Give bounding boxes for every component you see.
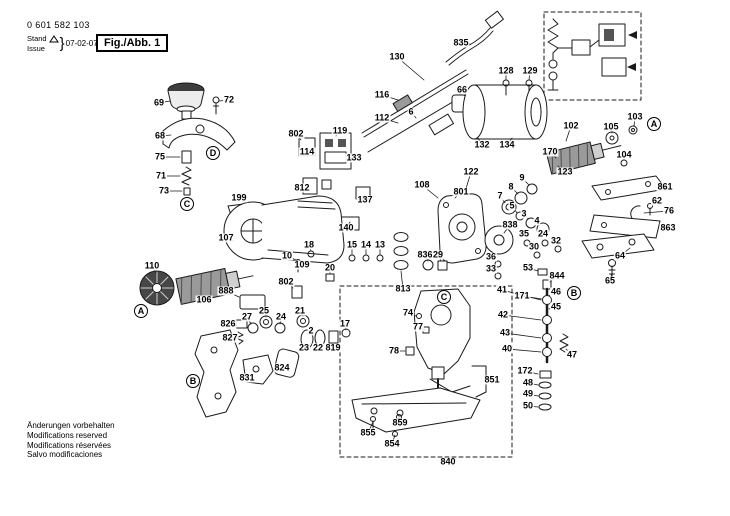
leader-line xyxy=(527,393,539,397)
guide-plate-863 xyxy=(589,214,661,239)
leader-line xyxy=(464,171,472,193)
footer-line: Änderungen vorbehalten xyxy=(27,421,115,430)
leader-line xyxy=(410,111,417,119)
housing-hardware xyxy=(307,250,384,338)
plunger-assembly xyxy=(537,268,569,411)
revision-block: Stand Issue } 07-02-07 xyxy=(27,34,98,54)
footer-line: Modifications reserved xyxy=(27,430,108,440)
footer-line: Modifications réservées xyxy=(27,440,112,450)
title-block: 0 601 582 103 Stand Issue } 07-02-07 xyxy=(27,20,98,54)
knob-spindle-parts xyxy=(181,150,192,196)
leader-line xyxy=(460,42,471,45)
leader-line xyxy=(483,375,493,381)
leader-line xyxy=(565,348,573,356)
motor-fan xyxy=(139,270,175,306)
gear-wheel-838 xyxy=(484,225,514,255)
issue-date: 07-02-07 xyxy=(65,39,98,49)
leader-line xyxy=(527,267,539,272)
bearing-rings xyxy=(296,314,339,349)
guide-plate-861 xyxy=(591,175,667,201)
bearing-bracket-801 xyxy=(437,193,487,264)
pinion-and-washers xyxy=(605,125,638,167)
motor-housing xyxy=(223,195,345,264)
leader-line xyxy=(510,186,519,195)
leader-line xyxy=(158,100,171,104)
cover-plate-view-b xyxy=(194,329,239,418)
wiring-inset xyxy=(543,11,642,101)
leader-line xyxy=(381,117,399,124)
plate-824 xyxy=(273,348,300,378)
leader-line xyxy=(499,195,506,204)
drive-rods xyxy=(361,69,479,153)
brace-glyph: } xyxy=(59,35,65,53)
screw-65 xyxy=(608,259,616,281)
washer-train xyxy=(501,183,550,236)
power-cord xyxy=(445,10,504,66)
leader-line xyxy=(246,316,252,325)
knob-assembly xyxy=(167,82,220,120)
eccentric-parts xyxy=(422,259,448,271)
leader-line xyxy=(218,99,230,102)
leader-line xyxy=(549,275,558,283)
leader-line xyxy=(528,70,531,81)
leader-line xyxy=(524,370,539,375)
guard-851 xyxy=(471,365,487,398)
leader-line xyxy=(421,184,439,199)
brush-cap-set xyxy=(235,315,286,345)
base-bracket-64 xyxy=(581,233,655,259)
part-802-lower xyxy=(291,285,303,299)
leader-line xyxy=(643,210,670,214)
leader-line xyxy=(548,291,557,297)
foot-assembly-boundary xyxy=(339,285,513,458)
leader-line xyxy=(527,405,539,408)
stamp-icon xyxy=(48,34,59,43)
foot-plate xyxy=(351,387,481,433)
field-stator xyxy=(462,84,548,140)
leader-line xyxy=(651,200,658,206)
leader-line xyxy=(501,289,542,301)
leader-line xyxy=(521,177,530,186)
stand-label: Stand xyxy=(27,34,47,43)
leader-line xyxy=(633,116,636,127)
issue-label: Issue xyxy=(27,43,45,53)
figure-label: Fig./Abb. 1 xyxy=(96,34,169,52)
leader-line xyxy=(548,306,557,310)
armature-front xyxy=(175,268,254,305)
leader-line xyxy=(345,221,351,229)
body-screws xyxy=(405,313,430,356)
footer-line: Salvo modificaciones xyxy=(27,450,103,460)
handle-bracket xyxy=(162,117,236,151)
leader-line xyxy=(400,270,404,290)
leader-line xyxy=(396,56,425,81)
brush-plate-888 xyxy=(239,294,266,310)
leader-line xyxy=(504,332,542,339)
cord-clamp-screws xyxy=(502,79,533,96)
leader-line xyxy=(523,213,529,220)
document-number: 0 601 582 103 xyxy=(27,20,90,30)
leader-line xyxy=(565,125,572,142)
leader-line xyxy=(458,89,463,96)
ring-stack xyxy=(393,232,409,270)
leader-line xyxy=(527,382,539,386)
bracket-831 xyxy=(242,354,274,385)
hardware-cluster-right xyxy=(494,239,562,280)
leader-line xyxy=(285,281,294,289)
screw-62 xyxy=(647,203,653,216)
leader-line xyxy=(502,314,542,321)
leader-line xyxy=(381,94,399,101)
